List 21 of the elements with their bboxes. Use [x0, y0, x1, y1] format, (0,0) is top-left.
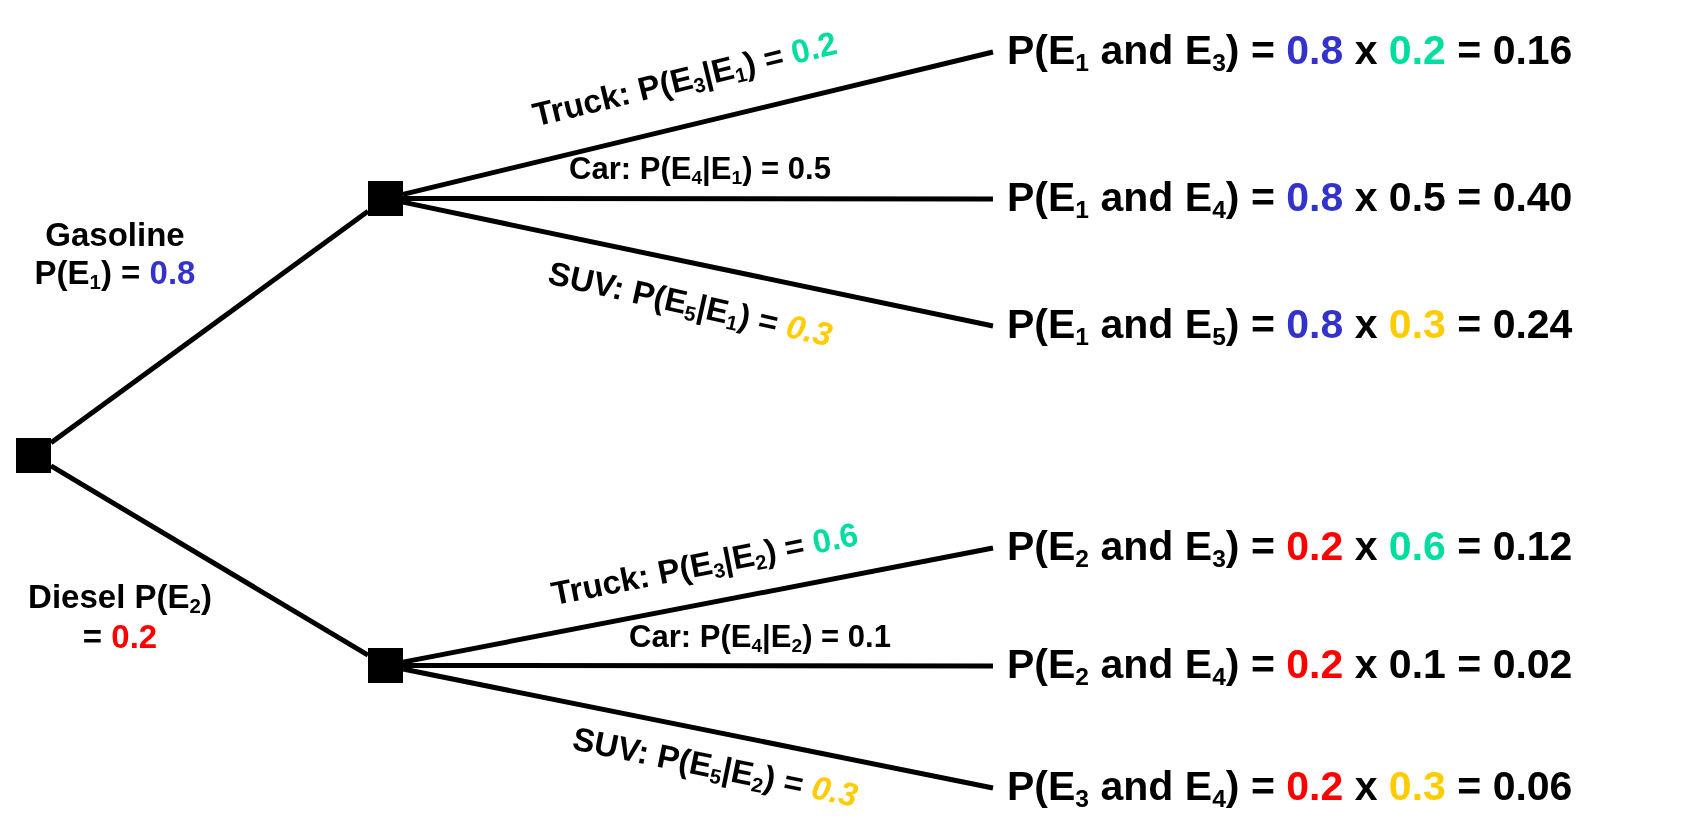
outcome-text: P(E$_{1}$ and E$_{5}$) = 0.8 x 0.3 = 0.24 — [1007, 302, 1573, 350]
branch-line — [402, 545, 994, 665]
square-node — [16, 438, 51, 473]
edge-label: Gasoline P(E$_{1}$) = 0.8 — [33, 216, 197, 294]
branch-line — [403, 196, 993, 202]
square-node — [368, 648, 403, 683]
outcome-text: P(E$_{1}$ and E$_{4}$) = 0.8 x 0.5 = 0.40 — [1007, 175, 1573, 223]
branch-line — [403, 663, 993, 669]
branch-line — [402, 666, 994, 791]
outcome-text: P(E$_{2}$ and E$_{4}$) = 0.2 x 0.1 = 0.02 — [1007, 642, 1573, 690]
square-node — [368, 181, 403, 216]
outcome-text: P(E$_{1}$ and E$_{3}$) = 0.8 x 0.2 = 0.16 — [1007, 28, 1573, 76]
edge-label: Car: P(E$_{4}$|E$_{1}$) = 0.5 — [569, 151, 831, 189]
edge-label: SUV: P(E$_{5}$|E$_{1}$) = 0.3 — [544, 254, 836, 356]
branch-line — [402, 199, 994, 329]
edge-label: SUV: P(E$_{5}$|E$_{2}$) = 0.3 — [569, 719, 861, 816]
edge-label: Diesel P(E$_{2}$) = 0.2 — [27, 578, 213, 656]
outcome-text: P(E$_{3}$ and E$_{4}$) = 0.2 x 0.3 = 0.06 — [1007, 764, 1573, 812]
outcome-text: P(E$_{2}$ and E$_{3}$) = 0.2 x 0.6 = 0.12 — [1007, 524, 1573, 572]
edge-label: Car: P(E$_{4}$|E$_{2}$) = 0.1 — [629, 619, 891, 657]
branch-line — [402, 49, 994, 197]
